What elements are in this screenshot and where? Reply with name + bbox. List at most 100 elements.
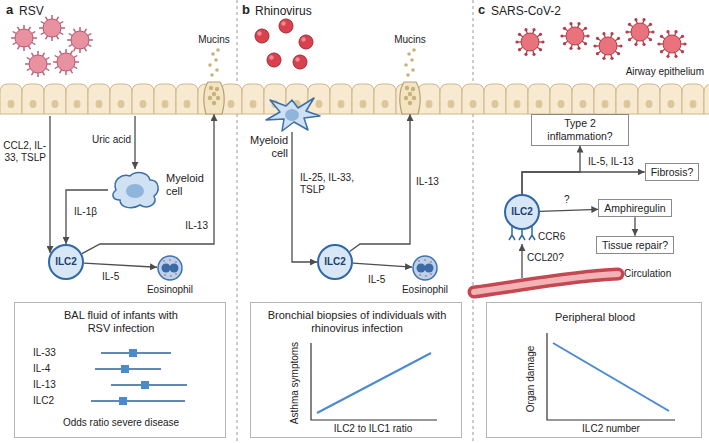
mucin-droplet bbox=[211, 52, 215, 56]
node-label: ILC2 bbox=[48, 244, 84, 280]
mucin-droplet bbox=[412, 48, 416, 52]
virus-spike bbox=[33, 37, 37, 38]
epithelial-cell bbox=[572, 84, 594, 114]
eosinophil: Eosinophil bbox=[157, 255, 183, 281]
epithelial-cell bbox=[0, 84, 22, 114]
cell-shape bbox=[202, 80, 226, 114]
cell-nucleus bbox=[8, 100, 15, 108]
correlation-panel: Peripheral bloodOrgan damageILC2 number bbox=[486, 302, 702, 438]
virus-spike bbox=[60, 33, 63, 35]
granule bbox=[164, 274, 166, 276]
edge-label: IL-5, IL-13 bbox=[586, 156, 636, 168]
virus-spike-tip bbox=[602, 32, 605, 35]
virus-spike-tip bbox=[642, 43, 645, 46]
annotation: CCR6 bbox=[538, 231, 565, 243]
virus-body bbox=[57, 53, 75, 71]
goblet-cell: Mucins bbox=[398, 80, 422, 114]
virus-spike-tip bbox=[610, 32, 613, 35]
virus-spike-tip bbox=[593, 44, 596, 47]
signal-arrow bbox=[134, 116, 135, 169]
edge-label: IL-5 bbox=[100, 271, 121, 283]
virus bbox=[293, 55, 307, 69]
mucin-droplet bbox=[216, 48, 220, 52]
annotation: CCL20? bbox=[527, 252, 564, 264]
nucleus-lobe bbox=[425, 264, 434, 273]
panel-divider bbox=[473, 0, 474, 443]
epithelium bbox=[0, 84, 709, 114]
panel-divider bbox=[237, 0, 238, 443]
virus-spike bbox=[65, 71, 66, 75]
signal-arrow bbox=[49, 116, 50, 253]
point-estimate bbox=[141, 381, 149, 389]
mucin-droplet bbox=[215, 68, 219, 72]
virus-spike bbox=[13, 32, 16, 34]
virus-spike bbox=[88, 45, 91, 47]
virus-spike-tip bbox=[518, 33, 521, 36]
virus-spike-tip bbox=[617, 37, 620, 40]
cell-shape bbox=[262, 94, 322, 132]
virus-spike-tip bbox=[660, 35, 663, 38]
virus-spike bbox=[46, 69, 49, 71]
panel-letter: c bbox=[478, 2, 485, 18]
virus-spike bbox=[18, 27, 20, 30]
virus-spike-tip bbox=[666, 55, 669, 58]
signal-arrow bbox=[540, 209, 598, 211]
signal-arrow bbox=[82, 114, 214, 254]
virus-spike bbox=[23, 25, 24, 29]
virus bbox=[267, 53, 281, 67]
virus-spike bbox=[25, 63, 29, 64]
outcome-box: Type 2 inflammation? bbox=[531, 114, 629, 145]
virus-spike-tip bbox=[560, 34, 563, 37]
virus-spike bbox=[41, 22, 44, 24]
virus-spike-tip bbox=[539, 48, 542, 51]
chart-axes bbox=[547, 333, 675, 420]
virus-spike bbox=[43, 72, 45, 75]
chart-label: ILC2 number bbox=[582, 423, 640, 435]
virus-spike bbox=[37, 73, 38, 77]
cell-nucleus bbox=[52, 100, 59, 108]
edge-label: IL-1β bbox=[72, 206, 99, 218]
virus-spike bbox=[18, 46, 20, 49]
virus bbox=[67, 27, 93, 53]
node-label: Myeloid cell bbox=[166, 172, 210, 198]
epithelial-cell bbox=[704, 84, 709, 114]
mucin-droplet bbox=[410, 58, 414, 62]
chart-label: ILC2 bbox=[33, 395, 54, 407]
virus-spike bbox=[53, 61, 57, 62]
virus-spike bbox=[65, 49, 66, 53]
mucin-granule bbox=[216, 96, 220, 100]
virus-body bbox=[293, 55, 307, 69]
virus-spike-tip bbox=[518, 48, 521, 51]
virus-body bbox=[71, 31, 89, 49]
ilc2-cell: ILC2 bbox=[504, 194, 540, 230]
virus-spike-tip bbox=[524, 53, 527, 56]
eosinophil-body bbox=[413, 256, 437, 280]
chart-label: Asthma symptoms bbox=[289, 342, 301, 424]
virus-spike bbox=[85, 29, 87, 32]
cell-nucleus bbox=[514, 100, 521, 108]
node-label: Mucins bbox=[198, 34, 230, 46]
epithelial-cell bbox=[22, 84, 44, 114]
cell-nucleus bbox=[558, 100, 565, 108]
nucleus-lobe bbox=[417, 264, 426, 273]
ilc2-body bbox=[49, 245, 83, 279]
epithelial-cell bbox=[154, 84, 176, 114]
epithelial-cell bbox=[440, 84, 462, 114]
virus bbox=[25, 51, 51, 77]
signal-arrow bbox=[522, 172, 645, 194]
epithelial-cell bbox=[242, 84, 264, 114]
epithelial-cell bbox=[110, 84, 132, 114]
virus-spike bbox=[74, 56, 77, 58]
outcome-box: Tissue repair? bbox=[596, 236, 674, 255]
virus-spike bbox=[61, 27, 65, 28]
virus-spike bbox=[74, 48, 76, 51]
signal-arrow bbox=[521, 244, 522, 278]
cell-nucleus bbox=[360, 100, 367, 108]
virus-highlight bbox=[301, 37, 305, 41]
node-label: Amphiregulin bbox=[604, 202, 665, 215]
virus bbox=[657, 30, 686, 58]
cell-nucleus bbox=[338, 100, 345, 108]
cell-shape bbox=[398, 80, 422, 114]
virus-spike bbox=[79, 49, 80, 53]
panel-letter: a bbox=[6, 2, 13, 18]
